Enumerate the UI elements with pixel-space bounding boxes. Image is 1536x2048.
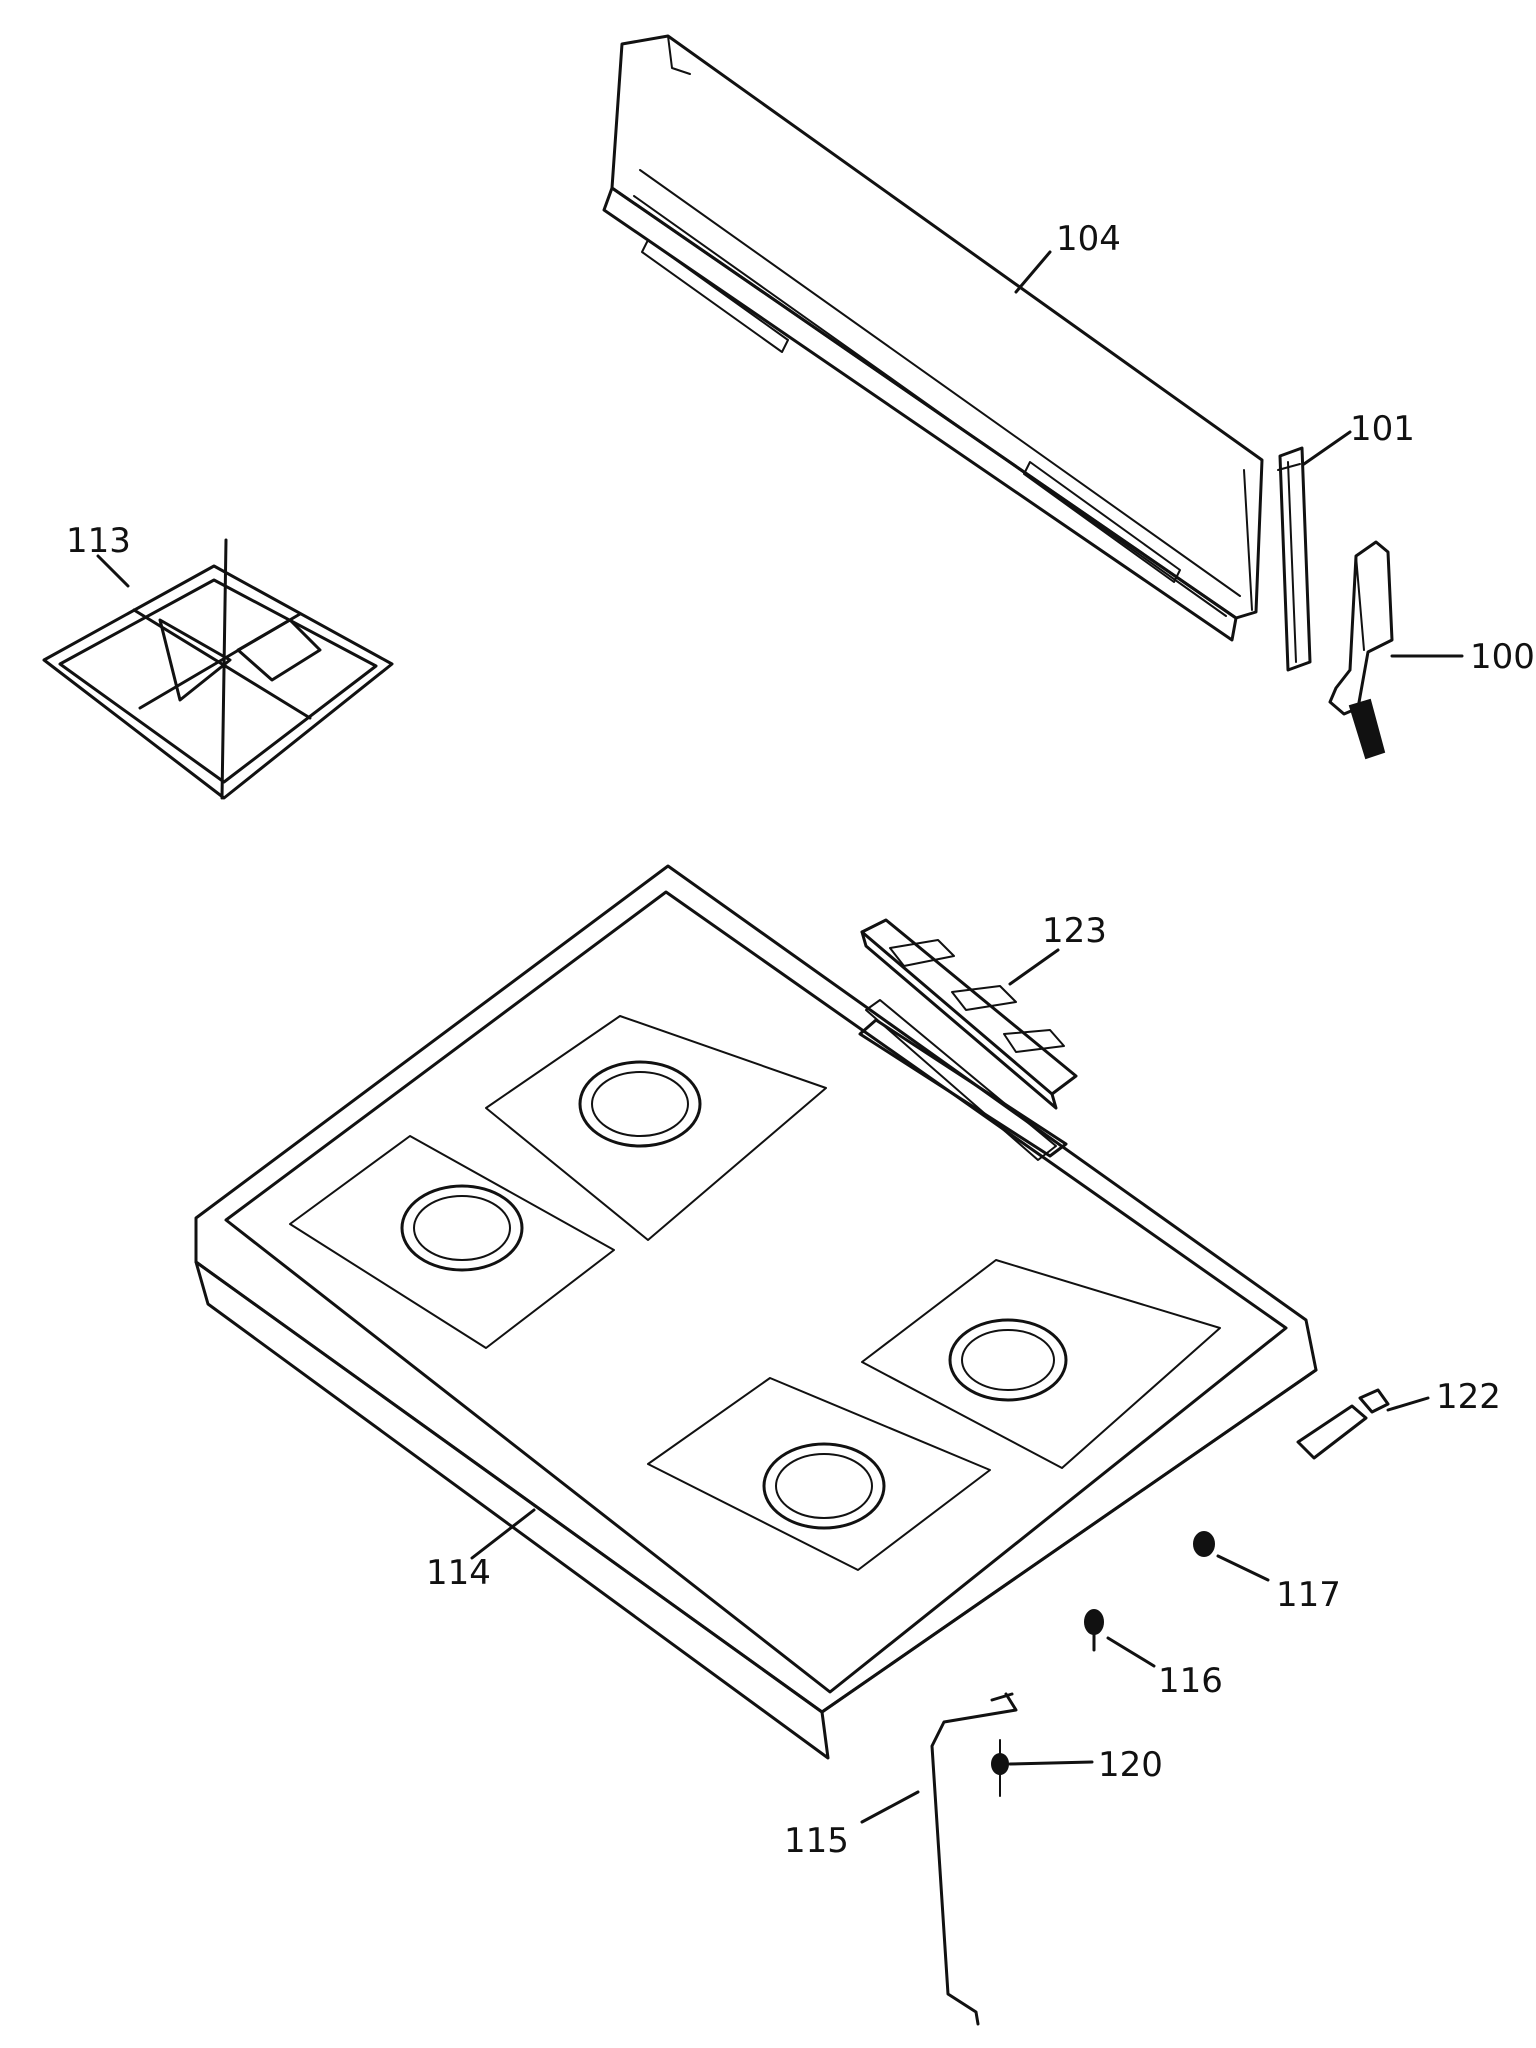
screw bbox=[1084, 1609, 1104, 1652]
leader-line-120 bbox=[1008, 1760, 1094, 1766]
leader-line-113 bbox=[96, 554, 130, 588]
leader-line-101 bbox=[1302, 430, 1352, 466]
leader-line-114 bbox=[470, 1508, 536, 1560]
leader-line-116 bbox=[1106, 1636, 1156, 1668]
part-label-113: 113 bbox=[66, 521, 131, 561]
vent-grille bbox=[860, 918, 1078, 1161]
part-label-104: 104 bbox=[1056, 219, 1121, 259]
cooktop bbox=[194, 864, 1318, 1760]
part-label-116: 116 bbox=[1158, 1661, 1223, 1701]
part-label-122: 122 bbox=[1436, 1377, 1501, 1417]
part-label-114: 114 bbox=[426, 1553, 491, 1593]
leader-line-104 bbox=[1014, 250, 1052, 294]
part-label-123: 123 bbox=[1042, 911, 1107, 951]
leader-line-122 bbox=[1386, 1396, 1430, 1412]
nut bbox=[1193, 1531, 1215, 1557]
igniter-clip bbox=[1296, 1388, 1390, 1460]
end-cap-bracket bbox=[1328, 540, 1394, 760]
end-cap-strip bbox=[1277, 446, 1312, 672]
part-label-115: 115 bbox=[784, 1821, 849, 1861]
part-label-117: 117 bbox=[1276, 1575, 1341, 1615]
leader-line-123 bbox=[1008, 948, 1060, 986]
backsplash-panel bbox=[602, 34, 1264, 642]
small-screw bbox=[991, 1739, 1009, 1797]
leader-line-117 bbox=[1216, 1554, 1270, 1582]
leader-line-115 bbox=[860, 1790, 920, 1824]
part-label-101: 101 bbox=[1350, 409, 1415, 449]
bracket-rod bbox=[930, 1692, 1018, 2026]
burner-grate bbox=[42, 538, 394, 800]
part-label-120: 120 bbox=[1098, 1745, 1163, 1785]
part-label-100: 100 bbox=[1470, 637, 1535, 677]
